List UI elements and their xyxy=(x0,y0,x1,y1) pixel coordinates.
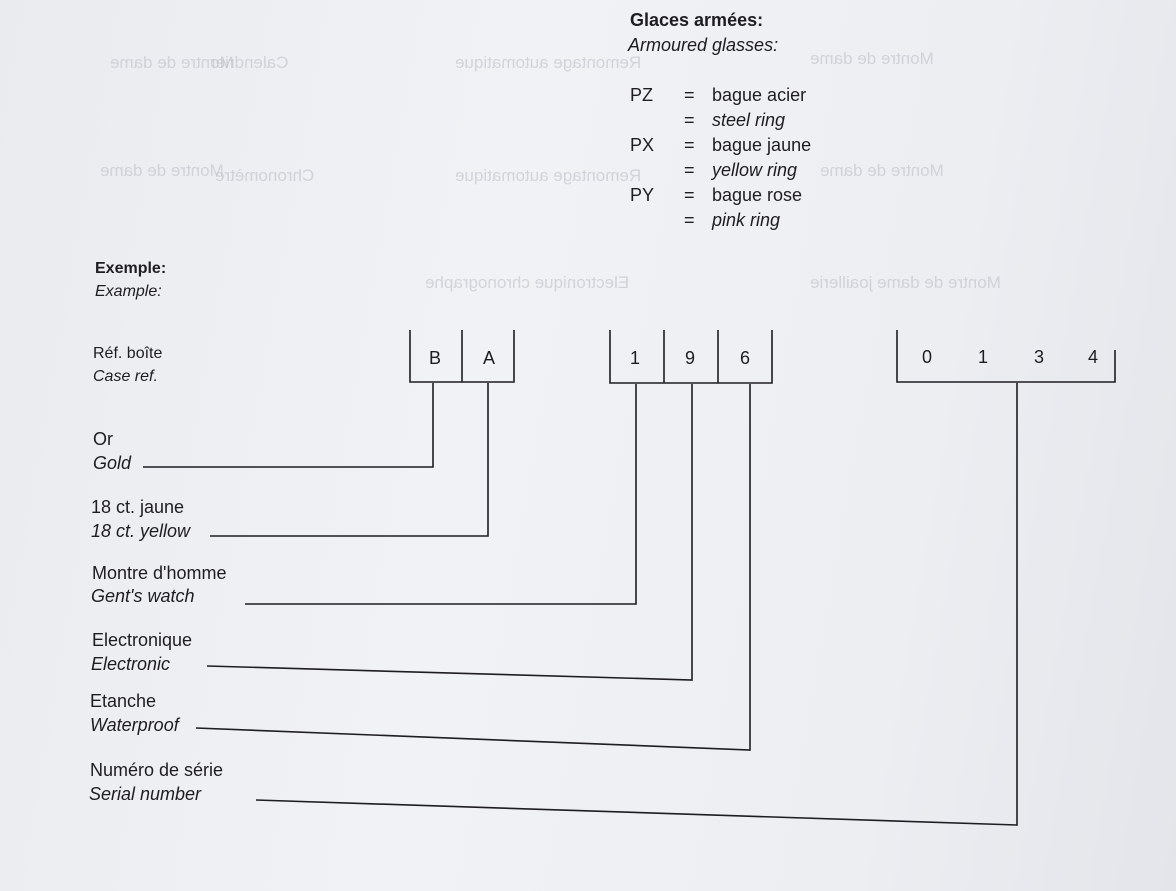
legend-value: pink ring xyxy=(712,210,781,230)
case-digit: B xyxy=(428,348,441,368)
serial-ref-box xyxy=(896,330,1116,383)
legend-equals: = xyxy=(684,160,695,180)
label-serial-fr: Numéro de série xyxy=(90,760,224,780)
legend-equals: = xyxy=(684,110,695,130)
legend-value: steel ring xyxy=(712,110,786,130)
leader-18ct-yellow xyxy=(210,383,489,537)
label-18ct-fr: 18 ct. jaune xyxy=(91,497,185,517)
leader-gents-watch xyxy=(245,384,637,605)
legend-equals: = xyxy=(684,135,695,155)
legend-equals: = xyxy=(684,85,695,105)
label-electronic-en: Electronic xyxy=(91,654,171,674)
legend-code: PZ xyxy=(630,85,654,105)
leader-waterproof xyxy=(195,384,751,751)
example-title: Exemple: xyxy=(95,260,167,277)
label-gents-fr: Montre d'homme xyxy=(92,563,227,583)
legend-value: bague jaune xyxy=(712,135,812,155)
model-digit: 1 xyxy=(629,348,640,368)
serial-digit: 0 xyxy=(921,347,932,367)
legend-value: bague rose xyxy=(712,185,803,205)
model-digit: 6 xyxy=(739,348,750,368)
label-gold-en: Gold xyxy=(93,453,132,473)
label-waterproof-fr: Etanche xyxy=(90,691,157,711)
label-serial-en: Serial number xyxy=(89,784,202,804)
case-ref-box xyxy=(409,330,515,383)
leader-serial-number xyxy=(255,383,1018,826)
leader-gold xyxy=(143,383,434,468)
legend-equals: = xyxy=(684,185,695,205)
example-subtitle: Example: xyxy=(95,283,162,300)
glasses-title: Glaces armées: xyxy=(630,10,764,30)
legend-value: bague acier xyxy=(712,85,807,105)
label-18ct-en: 18 ct. yellow xyxy=(91,521,191,541)
legend-value: yellow ring xyxy=(712,160,798,180)
case-ref-label-en: Case ref. xyxy=(93,368,158,385)
label-electronic-fr: Electronique xyxy=(92,630,193,650)
serial-digit: 4 xyxy=(1087,347,1098,367)
legend-equals: = xyxy=(684,210,695,230)
label-waterproof-en: Waterproof xyxy=(90,715,179,735)
serial-digit: 3 xyxy=(1033,347,1044,367)
model-digit: 9 xyxy=(684,348,695,368)
case-digit: A xyxy=(482,348,495,368)
legend-code: PX xyxy=(630,135,655,155)
leader-electronic xyxy=(206,384,693,681)
model-ref-box xyxy=(609,330,773,384)
glasses-subtitle: Armoured glasses: xyxy=(628,35,779,55)
label-gents-en: Gent's watch xyxy=(91,586,195,606)
label-gold-fr: Or xyxy=(93,429,113,449)
serial-digit: 1 xyxy=(977,347,988,367)
case-ref-label: Réf. boîte xyxy=(93,345,163,362)
legend-code: PY xyxy=(630,185,655,205)
